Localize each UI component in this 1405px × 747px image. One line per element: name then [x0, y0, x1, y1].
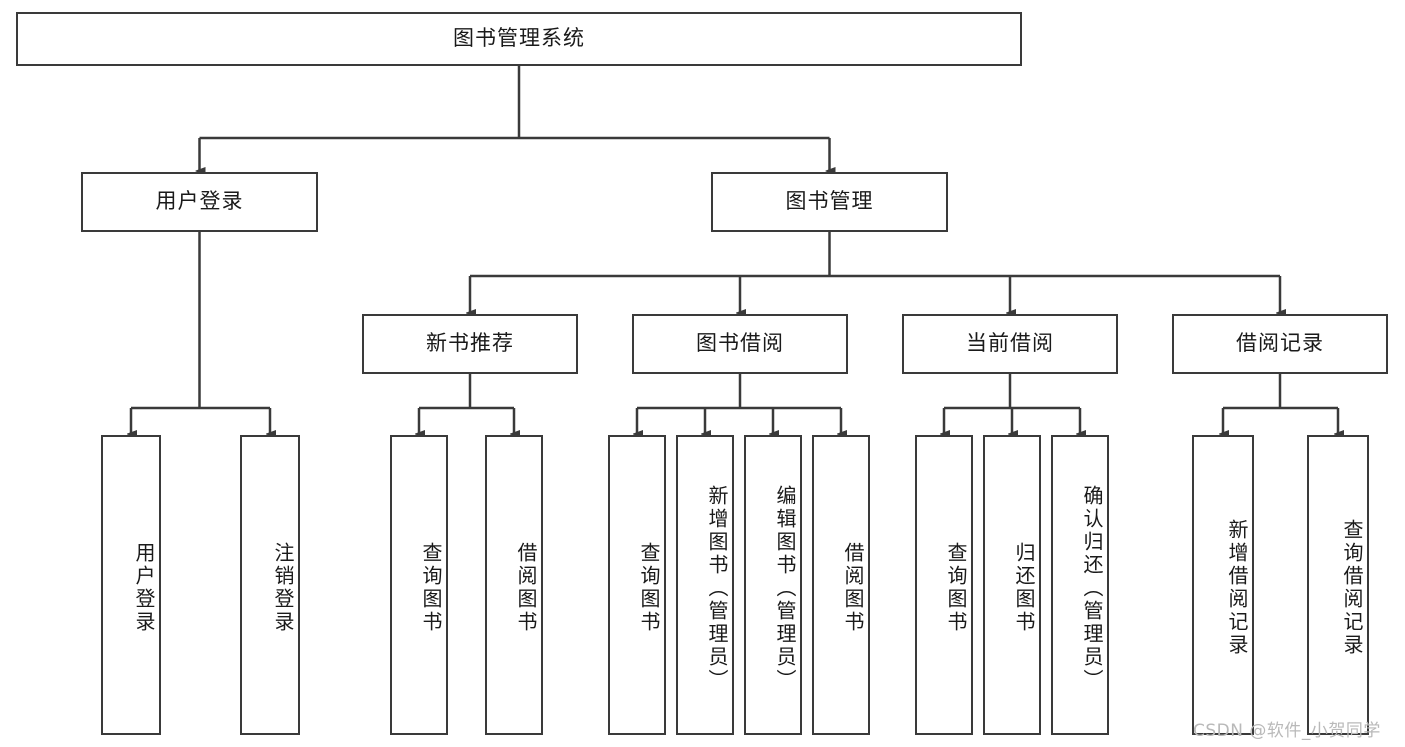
node-leaf-bb-add[interactable]: 新增图书（管理员） [676, 435, 734, 735]
node-label: 确认归还（管理员） [1080, 484, 1104, 692]
node-leaf-bb-borrow[interactable]: 借阅图书 [812, 435, 870, 735]
node-label: 当前借阅 [966, 331, 1054, 356]
node-label: 图书借阅 [696, 331, 784, 356]
node-label: 查询借阅记录 [1340, 519, 1364, 657]
node-label: 归还图书 [1012, 542, 1036, 634]
node-leaf-br-add[interactable]: 新增借阅记录 [1192, 435, 1254, 735]
node-label: 注销登录 [271, 542, 295, 634]
node-leaf-user-login[interactable]: 用户登录 [101, 435, 161, 735]
node-book-borrow[interactable]: 图书借阅 [632, 314, 848, 374]
node-borrow-record[interactable]: 借阅记录 [1172, 314, 1388, 374]
node-current-borrow[interactable]: 当前借阅 [902, 314, 1118, 374]
node-book-manage[interactable]: 图书管理 [711, 172, 948, 232]
node-leaf-rec-query[interactable]: 查询图书 [390, 435, 448, 735]
node-label: 借阅记录 [1236, 331, 1324, 356]
node-label: 用户登录 [132, 542, 156, 634]
node-root[interactable]: 图书管理系统 [16, 12, 1022, 66]
node-leaf-cb-return[interactable]: 归还图书 [983, 435, 1041, 735]
node-label: 用户登录 [155, 189, 244, 214]
node-label: 新书推荐 [426, 331, 514, 356]
node-leaf-cb-confirm[interactable]: 确认归还（管理员） [1051, 435, 1109, 735]
node-new-book-rec[interactable]: 新书推荐 [362, 314, 578, 374]
node-label: 借阅图书 [514, 542, 538, 634]
node-label: 图书管理系统 [453, 26, 585, 51]
node-label: 新增借阅记录 [1225, 519, 1249, 657]
node-label: 查询图书 [944, 542, 968, 634]
node-label: 编辑图书（管理员） [773, 484, 797, 692]
node-label: 新增图书（管理员） [705, 484, 729, 692]
csdn-watermark: CSDN @软件_小贺同学 [1193, 721, 1381, 741]
node-label: 查询图书 [637, 542, 661, 634]
node-leaf-cb-query[interactable]: 查询图书 [915, 435, 973, 735]
node-leaf-bb-query[interactable]: 查询图书 [608, 435, 666, 735]
node-leaf-rec-borrow[interactable]: 借阅图书 [485, 435, 543, 735]
node-user-login[interactable]: 用户登录 [81, 172, 318, 232]
node-leaf-logout[interactable]: 注销登录 [240, 435, 300, 735]
node-label: 图书管理 [785, 189, 874, 214]
node-leaf-br-query[interactable]: 查询借阅记录 [1307, 435, 1369, 735]
node-leaf-bb-edit[interactable]: 编辑图书（管理员） [744, 435, 802, 735]
node-label: 借阅图书 [841, 542, 865, 634]
node-label: 查询图书 [419, 542, 443, 634]
